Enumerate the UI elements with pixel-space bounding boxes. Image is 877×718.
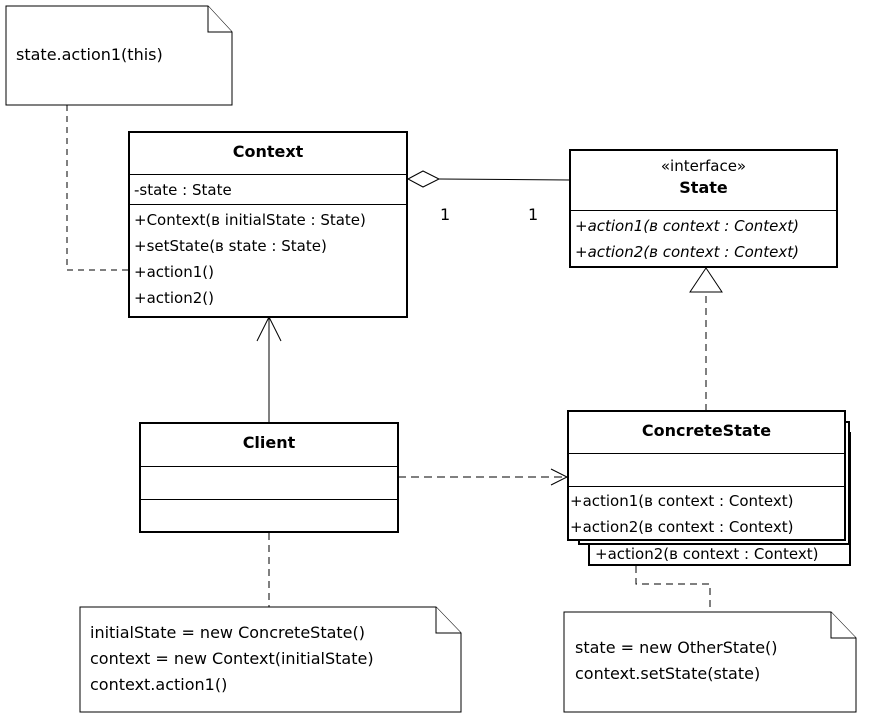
- operation: +action2(в context : Context): [575, 243, 800, 261]
- state-interface[interactable]: «interface» State +action1(в context : C…: [569, 149, 838, 268]
- client-operations-section: [141, 499, 397, 531]
- operation: +setState(в state : State): [134, 237, 327, 255]
- stereotype-label: «interface»: [660, 157, 747, 175]
- note-line: state = new OtherState(): [575, 638, 778, 657]
- concrete-note-text: state = new OtherState() context.setStat…: [575, 635, 778, 687]
- aggregation-line: [438, 178, 571, 181]
- concrete-note-anchor: [635, 566, 711, 612]
- state-operations-section: +action1(в context : Context) +action2(в…: [571, 210, 836, 265]
- class-name: Context: [232, 142, 304, 161]
- class-name: Client: [242, 433, 296, 452]
- operation: +action1(): [134, 263, 214, 281]
- concrete-operations-section: +action1(в context : Context) +action2(в…: [569, 486, 844, 540]
- operation: +action2(в context : Context): [570, 518, 794, 536]
- multiplicity-state-end: 1: [528, 205, 539, 224]
- operation: +action1(в context : Context): [575, 217, 800, 235]
- context-attributes-section: -state : State: [130, 174, 406, 204]
- realization-triangle: [689, 267, 723, 293]
- context-class[interactable]: Context -state : State +Context(в initia…: [128, 131, 408, 318]
- context-note-text: state.action1(this): [16, 42, 163, 68]
- note-line: initialState = new ConcreteState(): [90, 623, 366, 642]
- operation: +Context(в initialState : State): [134, 211, 366, 229]
- concrete-attributes-section: [569, 453, 844, 486]
- operation: +action2(): [134, 289, 214, 307]
- multiplicity-context-end: 1: [440, 205, 451, 224]
- class-name: State: [679, 178, 728, 197]
- attribute: -state : State: [134, 181, 232, 199]
- client-class[interactable]: Client: [139, 422, 399, 533]
- client-attributes-section: [141, 466, 397, 499]
- operation: +action1(в context : Context): [570, 492, 794, 510]
- note-line: state.action1(this): [16, 45, 163, 64]
- state-name-section: «interface» State: [571, 151, 836, 210]
- client-note-text: initialState = new ConcreteState() conte…: [90, 620, 374, 698]
- context-operations-section: +Context(в initialState : State) +setSta…: [130, 204, 406, 311]
- note-line: context.action1(): [90, 675, 228, 694]
- concrete-note-shape: [563, 611, 857, 713]
- note-line: context = new Context(initialState): [90, 649, 374, 668]
- context-note-anchor: [66, 105, 130, 271]
- aggregation-diamond: [406, 170, 441, 188]
- note-line: context.setState(state): [575, 664, 761, 683]
- context-note-shape: [5, 5, 233, 106]
- context-name-section: Context: [130, 133, 406, 174]
- concrete-state-class[interactable]: ConcreteState +action1(в context : Conte…: [567, 410, 846, 541]
- client-name-section: Client: [141, 424, 397, 466]
- client-note-shape: [79, 606, 462, 713]
- stacked-operation: +action2(в context : Context): [595, 545, 819, 563]
- concrete-name-section: ConcreteState: [569, 412, 844, 453]
- class-name: ConcreteState: [641, 421, 772, 440]
